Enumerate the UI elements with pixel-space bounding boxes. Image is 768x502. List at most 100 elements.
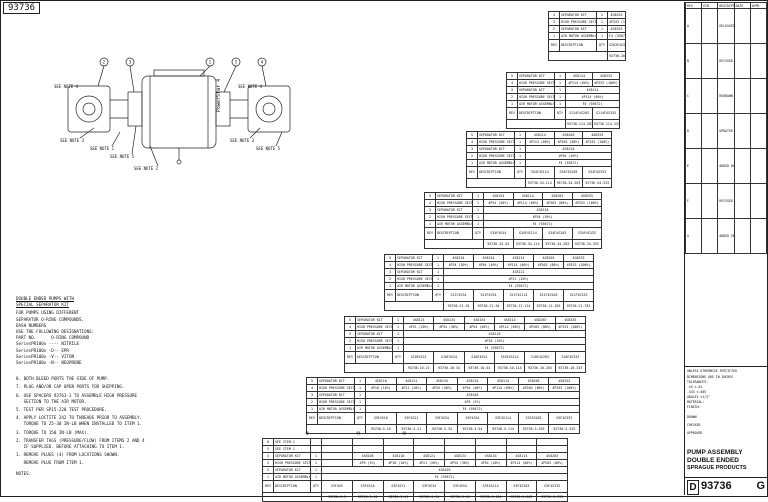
rev-cell <box>701 218 719 254</box>
note-step: 8. BOTH BLEED PORTS THE SIDE OF PUMP. <box>16 376 110 382</box>
callout-5: 5 <box>235 60 238 65</box>
item-description: SEPARATOR KIT <box>559 11 597 19</box>
part-number: S21F4S54 <box>473 289 504 302</box>
item-value: 4S8114 <box>565 72 593 80</box>
item-value: 4G8333 <box>592 72 620 80</box>
item-value: 4P34 (30%) <box>483 213 602 221</box>
item-number: 3 <box>306 391 318 399</box>
item-value <box>536 445 568 453</box>
item-number: 3 <box>384 268 396 276</box>
dash-number: 93736-21-203 <box>533 301 564 311</box>
item-value: 4P114 (60%) <box>525 138 555 146</box>
item-qty: 1 <box>472 192 484 200</box>
qty-header: QTY <box>472 227 484 240</box>
dash-number: 93736-3-333 <box>536 492 568 502</box>
dash-number: 93736-54-114 <box>525 178 555 188</box>
item-qty: 1 <box>554 72 566 80</box>
item-value <box>382 445 415 453</box>
item-number: 1 <box>344 344 356 352</box>
item-description: HIGH PRESSURE SECTION <box>517 93 555 101</box>
item-number: 5 <box>466 131 478 139</box>
rev-cell <box>701 113 719 149</box>
dash-number: 93736-21-34 <box>443 301 474 311</box>
item-qty: 1 <box>596 25 608 33</box>
dash-number: 93736-10-333 <box>554 363 587 373</box>
part-number: S3F4S114 <box>474 480 507 493</box>
item-number: 3 <box>344 330 356 338</box>
item-value: 4S8114 <box>487 377 519 385</box>
rev-cell: D <box>684 113 703 149</box>
part-number: S10F4S34 <box>433 351 465 364</box>
notes-line: SeriesPR100x ---- NITRILE <box>16 341 80 347</box>
item-description: HIGH PRESSURE SECTION <box>477 138 515 146</box>
drawing-number-box: D 93736 G <box>685 477 767 496</box>
note-step: 3. TORQUE TO 150 IN-LB (MAX). <box>16 429 90 435</box>
part-number: S3F4S54 <box>444 480 476 493</box>
item-value: F4 (93672) <box>403 344 586 352</box>
item-value: 4S8114 <box>525 131 555 139</box>
item-value: 4G8333 <box>554 316 587 324</box>
item-qty: 1 <box>472 220 484 228</box>
item-value: 4S8105 <box>365 391 580 399</box>
item-description: AIR MOTOR ASSEMBLY <box>355 344 393 352</box>
item-value: 4G8333 <box>548 377 580 385</box>
callout-1: 1 <box>209 60 212 65</box>
item-qty: 1 <box>354 391 366 399</box>
qty-header: QTY <box>392 351 404 364</box>
item-description: SEPARATOR KIT <box>317 377 355 385</box>
item-qty: 1 <box>354 405 366 413</box>
tolerance-line: FINISH: <box>687 405 701 409</box>
item-description: SEPARATOR KIT <box>317 391 355 399</box>
item-qty: 1 <box>310 452 322 460</box>
item-value: 4S8114 <box>505 452 538 460</box>
item-value: 4S8203 <box>524 316 556 324</box>
tolerance-line: ANGLES ±1/2° <box>687 395 711 399</box>
notes-heading: NOTES: <box>16 470 32 476</box>
item-value <box>444 438 476 446</box>
item-value: 4S8121 <box>413 452 445 460</box>
dash-number: 93736-5-10 <box>365 424 397 434</box>
qty-header: QTY <box>354 412 366 425</box>
dash-number: 93736-3-10 <box>351 492 384 502</box>
rev-label: REV <box>424 227 436 240</box>
item-value: 4P203 (80%) <box>542 199 573 207</box>
part-number: S54F4S203 <box>553 166 584 179</box>
item-value: 4S8333 <box>607 25 626 33</box>
dash-spacer <box>548 51 608 61</box>
item-value <box>351 438 384 446</box>
dash-number: 93736-10-21 <box>402 363 435 373</box>
notes-line: SeriesPR100x -N-- NEOPRENE <box>16 360 82 366</box>
item-description: HIGH PRESSURE SECTION <box>435 199 473 207</box>
dash-number: 93736-5-203 <box>517 424 550 434</box>
dash-number: 93736-114-333 <box>592 119 620 129</box>
item-value: 4P333 (100%) <box>571 199 602 207</box>
dash-number: 93736-203-333 <box>607 51 626 61</box>
rev-cell: F <box>684 183 703 219</box>
item-qty: 1 <box>554 100 566 108</box>
item-value <box>382 438 415 446</box>
item-value: F4 (93672) <box>607 32 626 40</box>
item-value: 4P34 (30%) <box>426 384 458 392</box>
notes-line: USE THE FOLLOWING DESIGNATIONS: <box>16 329 95 335</box>
item-value <box>321 452 353 460</box>
item-value: 4S8134 <box>444 452 476 460</box>
rev-cell <box>749 113 768 149</box>
item-value: 4S8134 <box>426 377 458 385</box>
item-qty: 1 <box>310 466 322 474</box>
part-number: S21F4S34 <box>443 289 474 302</box>
dash-number: 93736-3-5 <box>321 492 353 502</box>
item-description: SEPARATOR KIT <box>435 192 473 200</box>
